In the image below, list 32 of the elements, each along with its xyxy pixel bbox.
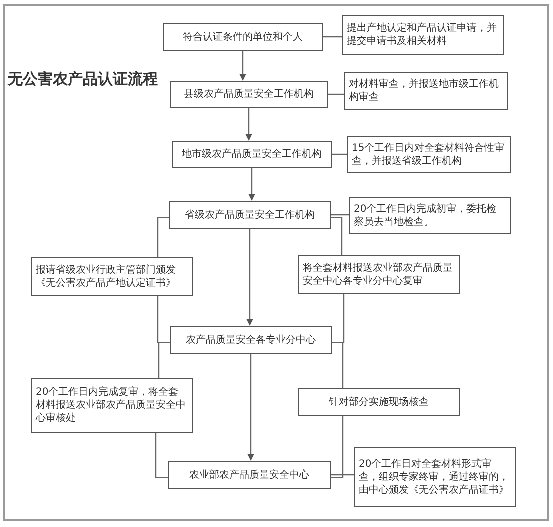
connector-line	[331, 217, 343, 255]
process-box: 符合认证条件的单位和个人	[163, 23, 323, 51]
connector-line	[323, 36, 342, 38]
connector-line	[331, 214, 349, 216]
connector-line	[155, 433, 168, 478]
note-box: 20个工作日内完成初审，委托检察员去当地检查。	[349, 197, 511, 234]
connector-line	[332, 154, 347, 156]
note-box: 20个工作日对全套材料形式审查，组织专家终审，通过终审的，由中心颁发《无公害农产品证书》	[354, 447, 516, 507]
connector-line	[332, 342, 344, 388]
connector-line	[328, 94, 344, 96]
process-box: 地市级农产品质量安全工作机构	[172, 141, 332, 168]
process-box: 针对部分实施现场核查	[298, 388, 460, 416]
arrow	[246, 108, 252, 141]
note-box: 20个工作日内完成复审，将全套材料报送农业部农产品质量安全中心审核处	[31, 378, 193, 433]
connector-line	[158, 342, 170, 378]
note-box: 提出产地认定和产品认证申请，并提交申请书及相关材料	[342, 15, 504, 55]
arrow	[240, 51, 246, 81]
arrow	[246, 229, 254, 326]
note-box: 报请省级农业行政主管部门颁发《无公害农产品产地认定证书》	[31, 257, 193, 296]
connector-line	[331, 416, 344, 478]
process-box: 农业部农产品质量安全中心	[168, 461, 331, 489]
note-box: 对材料审查，并报送地市级工作机构审查	[344, 72, 508, 110]
note-box: 将全套材料报送农业部农产品质量安全中心各专业分中心复审	[298, 255, 460, 294]
arrow	[248, 168, 256, 201]
arrow	[248, 354, 254, 461]
process-box: 农产品质量安全各专业分中心	[170, 326, 332, 354]
connector-line	[157, 217, 169, 257]
process-box: 省级农产品质量安全工作机构	[169, 201, 331, 229]
note-box: 15个工作日内对全套材料符合性审查，并报送省级工作机构	[347, 136, 511, 173]
process-box: 县级农产品质量安全工作机构	[170, 81, 328, 108]
diagram-title: 无公害农产品认证流程	[8, 69, 158, 90]
connector-line	[331, 474, 354, 476]
